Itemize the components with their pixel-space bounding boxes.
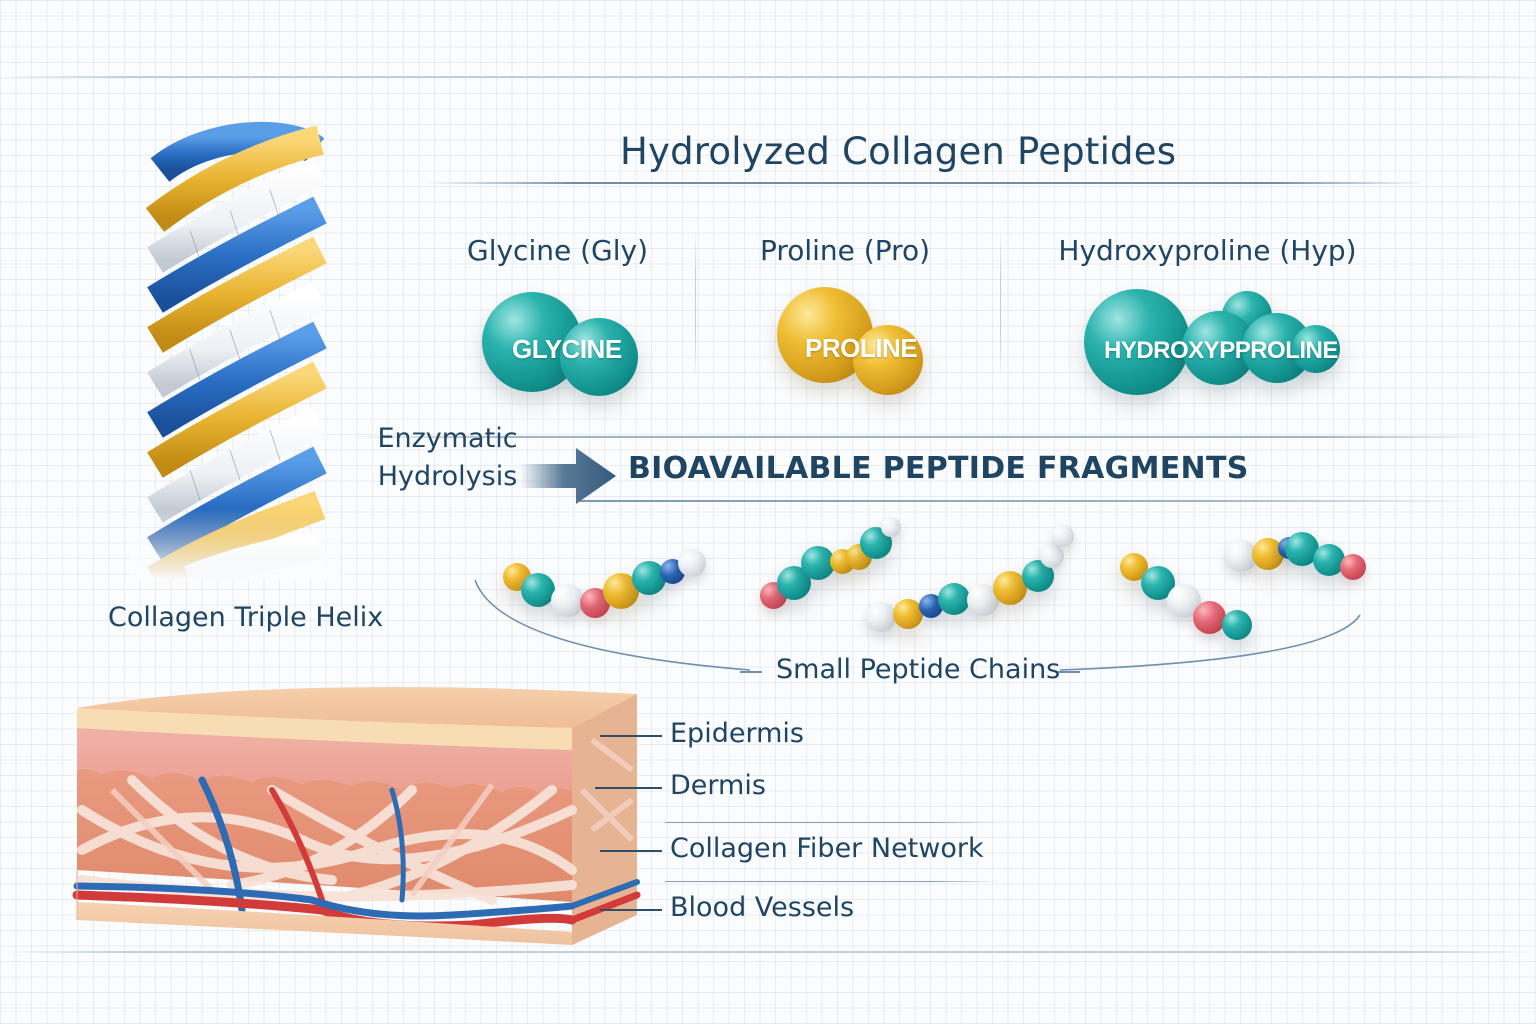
dermis-leader [595,787,662,789]
caption-leader-right [1058,671,1080,673]
blood-vessels-leader [600,909,662,911]
skin-cross-section-icon [72,687,641,945]
glycine-molecule-icon: GLYCINE [480,290,650,400]
hydroxyproline-label: Hydroxyproline (Hyp) [1058,234,1357,267]
triple-helix-caption: Collagen Triple Helix [108,602,384,633]
collagen-fiber-leader [600,850,662,852]
top-rule [0,76,1536,78]
caption-leader-left [740,671,762,673]
title-underline [425,182,1425,184]
hydroxyproline-molecule-icon: HYDROXYPPROLINE [1082,285,1342,405]
bioavailable-banner: BIOAVAILABLE PEPTIDE FRAGMENTS [628,451,1249,486]
epidermis-leader [600,735,662,737]
triple-helix-icon [130,110,340,580]
blood-vessels-label: Blood Vessels [670,892,855,923]
proline-label: Proline (Pro) [759,234,931,267]
collagen-fiber-network-label: Collagen Fiber Network [670,833,984,864]
page-title: Hydrolyzed Collagen Peptides [620,130,1177,173]
right-arrow-icon [520,448,616,504]
banner-bottom-rule [580,500,1480,502]
peptide-bracket [474,579,1361,671]
column-divider [695,230,696,380]
bottom-rule [0,951,1536,953]
proline-molecule-icon: PROLINE [775,285,935,395]
dermis-label: Dermis [670,770,766,801]
banner-top-rule [350,436,1490,438]
glycine-label: Glycine (Gly) [467,234,648,267]
column-divider [1000,230,1001,380]
label-divider [665,881,1000,882]
label-divider [665,822,1000,823]
small-peptide-chains-caption: Small Peptide Chains [776,654,1061,685]
epidermis-label: Epidermis [670,718,804,749]
hydrolysis-label: Enzymatic Hydrolysis [377,423,518,492]
